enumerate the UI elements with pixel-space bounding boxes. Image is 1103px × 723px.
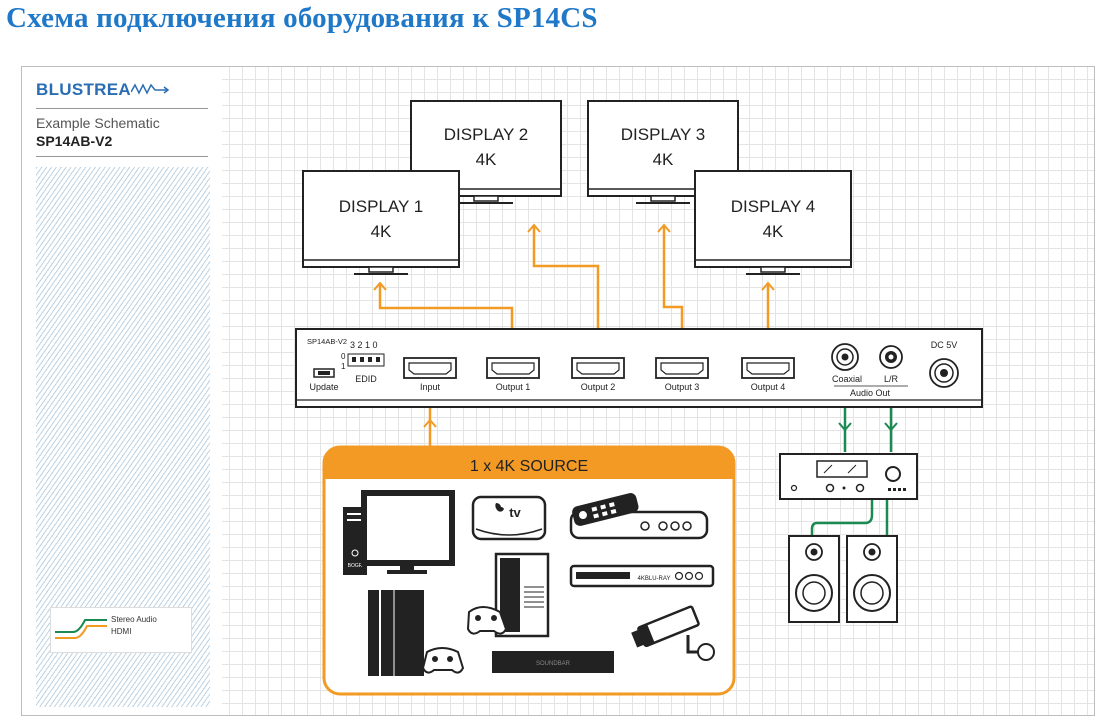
display-3: DISPLAY 3 4K xyxy=(587,100,739,204)
output-3-label: Output 3 xyxy=(665,382,700,392)
hdmi-cable-output2 xyxy=(532,225,600,357)
soundbar-icon: SOUNDBAR xyxy=(492,651,614,673)
audio-cable-speaker-left xyxy=(810,492,874,537)
output-4-label: Output 4 xyxy=(751,382,786,392)
audio-out-label: Audio Out xyxy=(850,388,891,398)
splitter-model: SP14AB-V2 xyxy=(307,337,347,346)
legend-lines-icon xyxy=(55,619,107,639)
page-title: Схема подключения оборудования к SP14CS xyxy=(6,2,598,34)
set-top-box-icon xyxy=(569,493,709,540)
sidebar-divider xyxy=(36,156,208,157)
display-2-name: DISPLAY 2 xyxy=(444,125,528,144)
pc-icon: BOGR xyxy=(343,490,455,575)
display-4-name: DISPLAY 4 xyxy=(731,197,815,216)
input-label: Input xyxy=(420,382,441,392)
bluray-label: 4KBLU-RAY xyxy=(638,576,671,582)
source-title: 1 x 4K SOURCE xyxy=(470,458,588,475)
schematic-model: SP14AB-V2 xyxy=(36,133,113,149)
audio-arrows xyxy=(838,422,898,432)
coaxial-port-icon xyxy=(831,343,859,371)
blustream-logo: BLUSTREA xyxy=(36,80,171,100)
connection-diagram: DISPLAY 2 4K DISPLAY 3 4K DISPLAY 1 4K D… xyxy=(295,100,983,696)
dc-label: DC 5V xyxy=(931,340,958,350)
hdmi-output3-port-icon xyxy=(655,357,709,379)
apple-tv-icon: tv xyxy=(471,495,547,541)
splitter-device: SP14AB-V2 3 2 1 0 0 1 EDID Update Input … xyxy=(295,328,983,408)
display-3-res: 4K xyxy=(653,150,674,169)
ps4-console-icon xyxy=(368,590,424,676)
output-1-label: Output 1 xyxy=(496,382,531,392)
hdmi-arrows xyxy=(373,223,775,428)
display-1: DISPLAY 1 4K xyxy=(302,170,460,275)
hdmi-output4-port-icon xyxy=(741,357,795,379)
sidebar: BLUSTREA Example Schematic SP14AB-V2 Ste… xyxy=(22,67,222,715)
dip-row-1: 1 xyxy=(341,362,346,371)
dip-header: 3 2 1 0 xyxy=(350,340,378,350)
sidebar-divider xyxy=(36,108,208,109)
amplifier-icon xyxy=(779,453,918,500)
display-1-res: 4K xyxy=(371,222,392,241)
xbox-controller-icon xyxy=(466,606,508,635)
xbox-console-icon xyxy=(494,552,550,638)
legend-hdmi: HDMI xyxy=(111,627,132,636)
display-4-res: 4K xyxy=(763,222,784,241)
legend-stereo-audio: Stereo Audio xyxy=(111,615,157,624)
schematic-frame: BLUSTREA Example Schematic SP14AB-V2 Ste… xyxy=(21,66,1095,716)
cctv-camera-icon xyxy=(631,605,715,661)
lr-audio-jack-icon xyxy=(879,345,903,369)
dc-power-port-icon xyxy=(929,358,959,388)
display-4: DISPLAY 4 4K xyxy=(694,170,852,275)
update-label: Update xyxy=(309,382,338,392)
coaxial-label: Coaxial xyxy=(832,374,862,384)
logo-text: BLUSTREA xyxy=(36,80,131,99)
display-2-res: 4K xyxy=(476,150,497,169)
display-1-name: DISPLAY 1 xyxy=(339,197,423,216)
remote-control-icon xyxy=(572,493,639,526)
ps4-controller-icon xyxy=(421,647,465,674)
lr-label: L/R xyxy=(884,374,899,384)
svg-text:tv: tv xyxy=(509,505,521,520)
dip-row-0: 0 xyxy=(341,352,346,361)
edid-dip-switch xyxy=(347,353,385,367)
soundbar-label: SOUNDBAR xyxy=(536,661,571,667)
right-speaker-icon xyxy=(846,535,898,623)
left-speaker-icon xyxy=(788,535,840,623)
hdmi-input-port-icon xyxy=(403,357,457,379)
output-2-label: Output 2 xyxy=(581,382,616,392)
pc-label: BOGR xyxy=(348,563,363,569)
display-3-name: DISPLAY 3 xyxy=(621,125,705,144)
logo-wave-icon xyxy=(130,83,170,95)
hdmi-output2-port-icon xyxy=(571,357,625,379)
hdmi-output1-port-icon xyxy=(486,357,540,379)
bluray-player-icon: 4KBLU-RAY xyxy=(569,564,715,588)
edid-label: EDID xyxy=(355,374,377,384)
schematic-subtitle: Example Schematic xyxy=(36,115,160,131)
cable-legend: Stereo Audio HDMI xyxy=(50,607,192,653)
